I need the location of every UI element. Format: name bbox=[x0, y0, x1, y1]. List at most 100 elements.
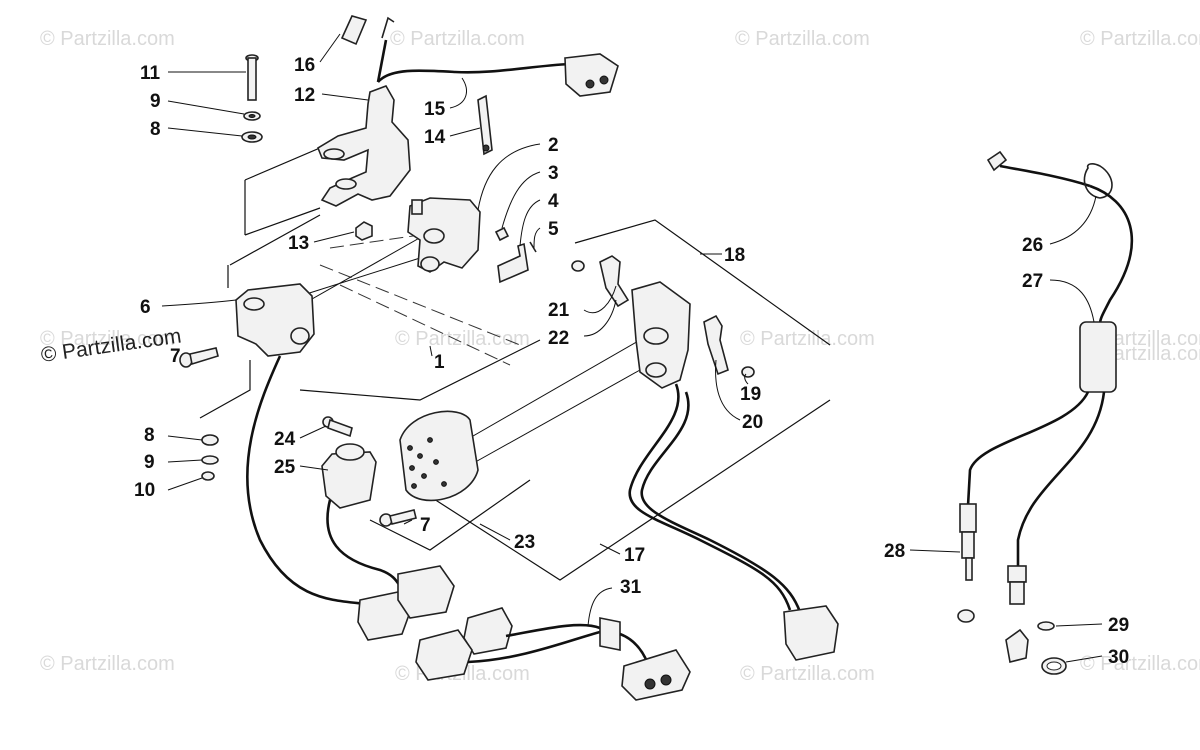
leader-29 bbox=[1055, 623, 1103, 627]
leader-13 bbox=[313, 231, 355, 243]
callout-21: 21 bbox=[548, 300, 570, 321]
frame-line bbox=[299, 339, 541, 401]
leader-30 bbox=[1065, 655, 1103, 663]
centerline bbox=[339, 284, 511, 366]
screw-part-5 bbox=[529, 241, 537, 253]
leader-17 bbox=[599, 543, 621, 555]
cable-part-27 bbox=[966, 321, 1117, 568]
leader-12 bbox=[321, 93, 369, 101]
leader-8b bbox=[167, 435, 203, 441]
callout-22: 22 bbox=[548, 328, 569, 349]
frame-17 bbox=[419, 399, 831, 581]
leader-8 bbox=[167, 127, 243, 137]
leader-3 bbox=[501, 171, 541, 229]
frame-18 bbox=[574, 219, 831, 346]
boot-part-28 bbox=[1005, 628, 1029, 663]
callout-14: 14 bbox=[424, 127, 446, 148]
cap-part-28 bbox=[957, 609, 975, 623]
leader-1 bbox=[429, 345, 433, 357]
lever-part-20 bbox=[703, 314, 729, 376]
strip-part-14 bbox=[477, 94, 493, 156]
leader-7 bbox=[403, 519, 413, 525]
callout-19: 19 bbox=[740, 384, 761, 405]
leader-26 bbox=[1049, 195, 1097, 245]
screw-part-19 bbox=[741, 366, 755, 378]
leader-21 bbox=[583, 285, 617, 313]
watermark: © Partzilla.com bbox=[1080, 653, 1200, 675]
callout-11: 11 bbox=[140, 63, 161, 84]
leader-20 bbox=[715, 359, 741, 421]
harness-part-17 bbox=[628, 383, 839, 661]
callout-8-lower: 8 bbox=[144, 425, 155, 446]
watermark: © Partzilla.com bbox=[740, 328, 875, 350]
button-part-25 bbox=[321, 443, 377, 509]
leader-16 bbox=[319, 33, 341, 63]
sensor-part-28-left bbox=[959, 503, 977, 581]
leader-19 bbox=[744, 373, 749, 385]
callout-28: 28 bbox=[884, 541, 905, 562]
harness-part-31 bbox=[415, 607, 691, 701]
callout-6: 6 bbox=[140, 297, 151, 318]
watermark: © Partzilla.com bbox=[395, 328, 530, 350]
clip-part-29 bbox=[1037, 621, 1055, 631]
leader-9 bbox=[167, 100, 245, 115]
frame-line bbox=[229, 214, 321, 266]
watermark: © Partzilla.com bbox=[390, 28, 525, 50]
callout-31: 31 bbox=[620, 577, 642, 598]
callout-25: 25 bbox=[274, 457, 296, 478]
centerline bbox=[329, 234, 421, 249]
callout-29: 29 bbox=[1108, 615, 1129, 636]
cable-part-26 bbox=[986, 150, 1134, 325]
callout-17: 17 bbox=[624, 545, 645, 566]
watermark: © Partzilla.com bbox=[735, 28, 870, 50]
washer-part-9-bottom bbox=[201, 455, 219, 465]
housing-part-18 bbox=[631, 281, 691, 389]
callout-7-left: 7 bbox=[170, 346, 181, 367]
screw-part-21 bbox=[571, 260, 585, 272]
callout-26: 26 bbox=[1022, 235, 1043, 256]
o-ring-part-30 bbox=[1041, 657, 1067, 675]
leader-22 bbox=[583, 299, 617, 337]
leader-4 bbox=[519, 199, 541, 247]
callout-labels: 11 9 8 16 12 15 14 2 3 4 5 13 18 6 21 22… bbox=[134, 55, 1129, 668]
leader-9b bbox=[167, 459, 203, 463]
callout-18: 18 bbox=[724, 245, 745, 266]
callout-23: 23 bbox=[514, 532, 535, 553]
screw-part-7-left bbox=[179, 347, 219, 368]
assembly-frames bbox=[199, 117, 831, 581]
callout-30: 30 bbox=[1108, 647, 1129, 668]
leader-31 bbox=[587, 587, 613, 627]
callout-1: 1 bbox=[434, 352, 445, 373]
leader-28 bbox=[909, 549, 961, 553]
harness-part-15 bbox=[376, 16, 619, 97]
plate-part-4 bbox=[497, 242, 529, 284]
callout-9: 9 bbox=[150, 91, 161, 112]
washer-part-8-bottom bbox=[201, 434, 219, 446]
screw-part-7-lower bbox=[379, 509, 417, 527]
frame-23 bbox=[369, 479, 531, 551]
callout-24: 24 bbox=[274, 429, 296, 450]
callout-16: 16 bbox=[294, 55, 315, 76]
harness-button bbox=[326, 499, 455, 619]
callout-7: 7 bbox=[420, 515, 431, 536]
clip-part-13 bbox=[355, 221, 373, 241]
centerline bbox=[319, 264, 521, 346]
callout-2: 2 bbox=[548, 135, 559, 156]
leader-24 bbox=[299, 425, 327, 439]
callout-9-lower: 9 bbox=[144, 452, 155, 473]
callout-15: 15 bbox=[424, 99, 446, 120]
watermark: © Partzilla.com bbox=[40, 653, 175, 675]
frame-line bbox=[244, 207, 321, 236]
axis-line bbox=[299, 257, 421, 297]
bolt-part-11 bbox=[245, 54, 259, 101]
callout-8: 8 bbox=[150, 119, 161, 140]
clamp-part-6 bbox=[235, 283, 315, 357]
watermark: © Partzilla.com bbox=[40, 28, 175, 50]
callout-27: 27 bbox=[1022, 271, 1043, 292]
leader-15 bbox=[449, 77, 467, 109]
nut-part-10 bbox=[201, 471, 215, 481]
spring-part-3 bbox=[494, 226, 510, 242]
callout-12: 12 bbox=[294, 85, 315, 106]
screw-part-24 bbox=[322, 416, 353, 438]
